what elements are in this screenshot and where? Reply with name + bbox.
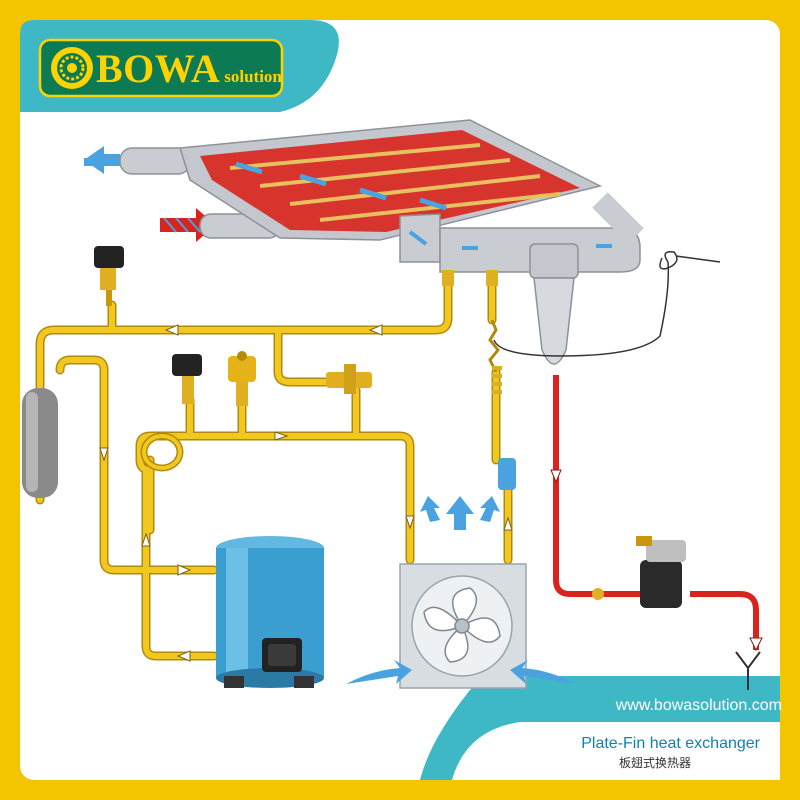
footer-white-swoosh (452, 722, 780, 780)
receiver-tank (22, 388, 58, 498)
compressor (216, 536, 324, 688)
solenoid-valve-top-left (94, 246, 124, 306)
logo-sun-icon (51, 47, 93, 89)
water-separator (529, 243, 579, 365)
brand-tagline: solution (224, 67, 282, 86)
plate-fin-heat-exchanger (119, 119, 644, 286)
drain-arrows (550, 469, 763, 652)
sensor-capillary (493, 250, 721, 357)
drain-valve (592, 536, 686, 608)
solenoid-valve-yellow (228, 351, 256, 406)
air-flow-arrow-icon (84, 146, 576, 684)
website-url[interactable]: www.bowasolution.com (615, 697, 782, 714)
fan-icon (423, 587, 501, 663)
water-drain-line (553, 375, 759, 650)
capillary-tube (488, 319, 500, 373)
capillary-coil (492, 366, 502, 394)
refrigerant-piping-fill (37, 282, 511, 659)
condenser-unit (399, 563, 527, 689)
logo-badge (38, 38, 284, 98)
product-caption-chinese: 板翅式换热器 (618, 756, 691, 770)
drain-outlet-icon (735, 651, 761, 690)
brand-logo: BOWA solution (96, 44, 282, 94)
filter-drier (498, 458, 516, 490)
solenoid-valve-black (172, 354, 202, 404)
product-caption-english: Plate-Fin heat exchanger (581, 735, 760, 752)
expansion-valve (326, 364, 372, 394)
brand-name: BOWA (96, 46, 221, 91)
